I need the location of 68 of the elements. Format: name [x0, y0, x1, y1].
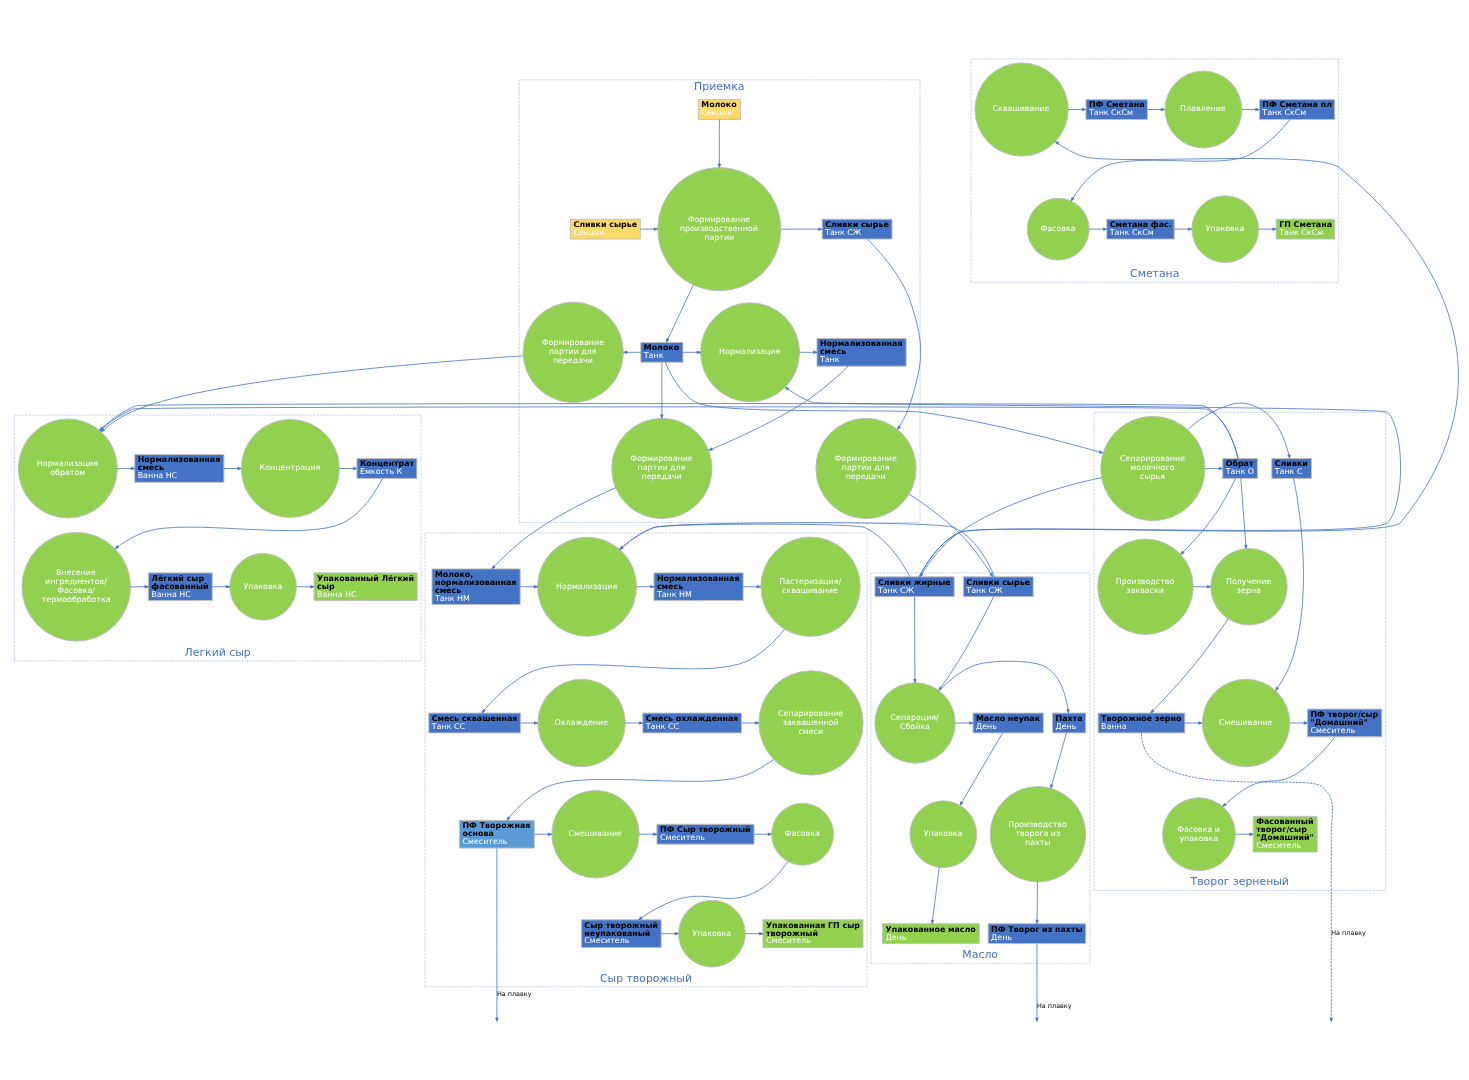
arrow — [1173, 227, 1193, 231]
arrow — [520, 721, 539, 725]
arrow — [913, 596, 917, 684]
arrow — [619, 522, 995, 578]
arrow — [1241, 107, 1260, 112]
arrow — [744, 932, 764, 936]
arrow — [918, 141, 1459, 578]
arrow — [741, 721, 760, 725]
arrow — [625, 721, 644, 725]
arrow — [1258, 227, 1277, 231]
arrow — [211, 585, 231, 589]
arrow — [1070, 119, 1291, 202]
arrow — [780, 227, 823, 231]
arrow — [664, 361, 1104, 454]
arrow — [660, 361, 664, 419]
arrow — [938, 660, 1070, 714]
arrow — [742, 585, 762, 589]
arrow — [338, 466, 358, 471]
arrow — [1187, 402, 1291, 459]
arrow — [1150, 618, 1229, 714]
arrow — [799, 350, 818, 354]
arrow — [519, 585, 539, 589]
arrow — [660, 932, 679, 936]
arrow — [636, 585, 655, 589]
arrow — [1088, 227, 1108, 231]
arrow — [639, 227, 659, 231]
arrow — [116, 466, 136, 471]
arrow — [1141, 733, 1333, 1022]
arrow — [955, 721, 974, 725]
arrow — [708, 365, 849, 451]
arrow — [638, 832, 658, 836]
arrow — [1067, 107, 1087, 112]
arrow — [919, 477, 1102, 578]
arrow — [1192, 585, 1211, 589]
arrow — [1180, 478, 1236, 555]
arrow — [1184, 721, 1203, 725]
arrow — [1147, 107, 1166, 112]
arrow — [1035, 943, 1039, 1022]
arrow — [495, 848, 499, 1022]
arrow — [666, 284, 694, 343]
arrow — [1204, 466, 1224, 471]
arrow — [1050, 732, 1067, 789]
arrow — [930, 866, 940, 925]
arrow — [784, 386, 1401, 578]
arrow — [682, 350, 701, 354]
arrow — [867, 238, 922, 430]
arrow — [717, 119, 721, 168]
arrow — [908, 493, 994, 578]
arrow — [623, 350, 642, 354]
arrow — [223, 466, 242, 471]
arrow — [114, 478, 383, 549]
arrow — [638, 861, 789, 921]
arrow — [938, 596, 995, 691]
arrow — [481, 628, 785, 714]
arrow — [753, 832, 772, 836]
arrow — [1222, 736, 1336, 807]
arrow — [491, 487, 616, 570]
arrow — [1275, 478, 1304, 691]
arrow — [296, 585, 315, 589]
arrow — [619, 523, 911, 578]
arrow — [534, 832, 552, 836]
arrow — [1235, 832, 1254, 836]
arrow — [506, 759, 775, 821]
arrow — [1289, 721, 1308, 725]
arrow — [1035, 881, 1039, 924]
arrow — [1240, 478, 1248, 549]
arrow — [959, 732, 1003, 806]
arrow — [130, 585, 149, 589]
